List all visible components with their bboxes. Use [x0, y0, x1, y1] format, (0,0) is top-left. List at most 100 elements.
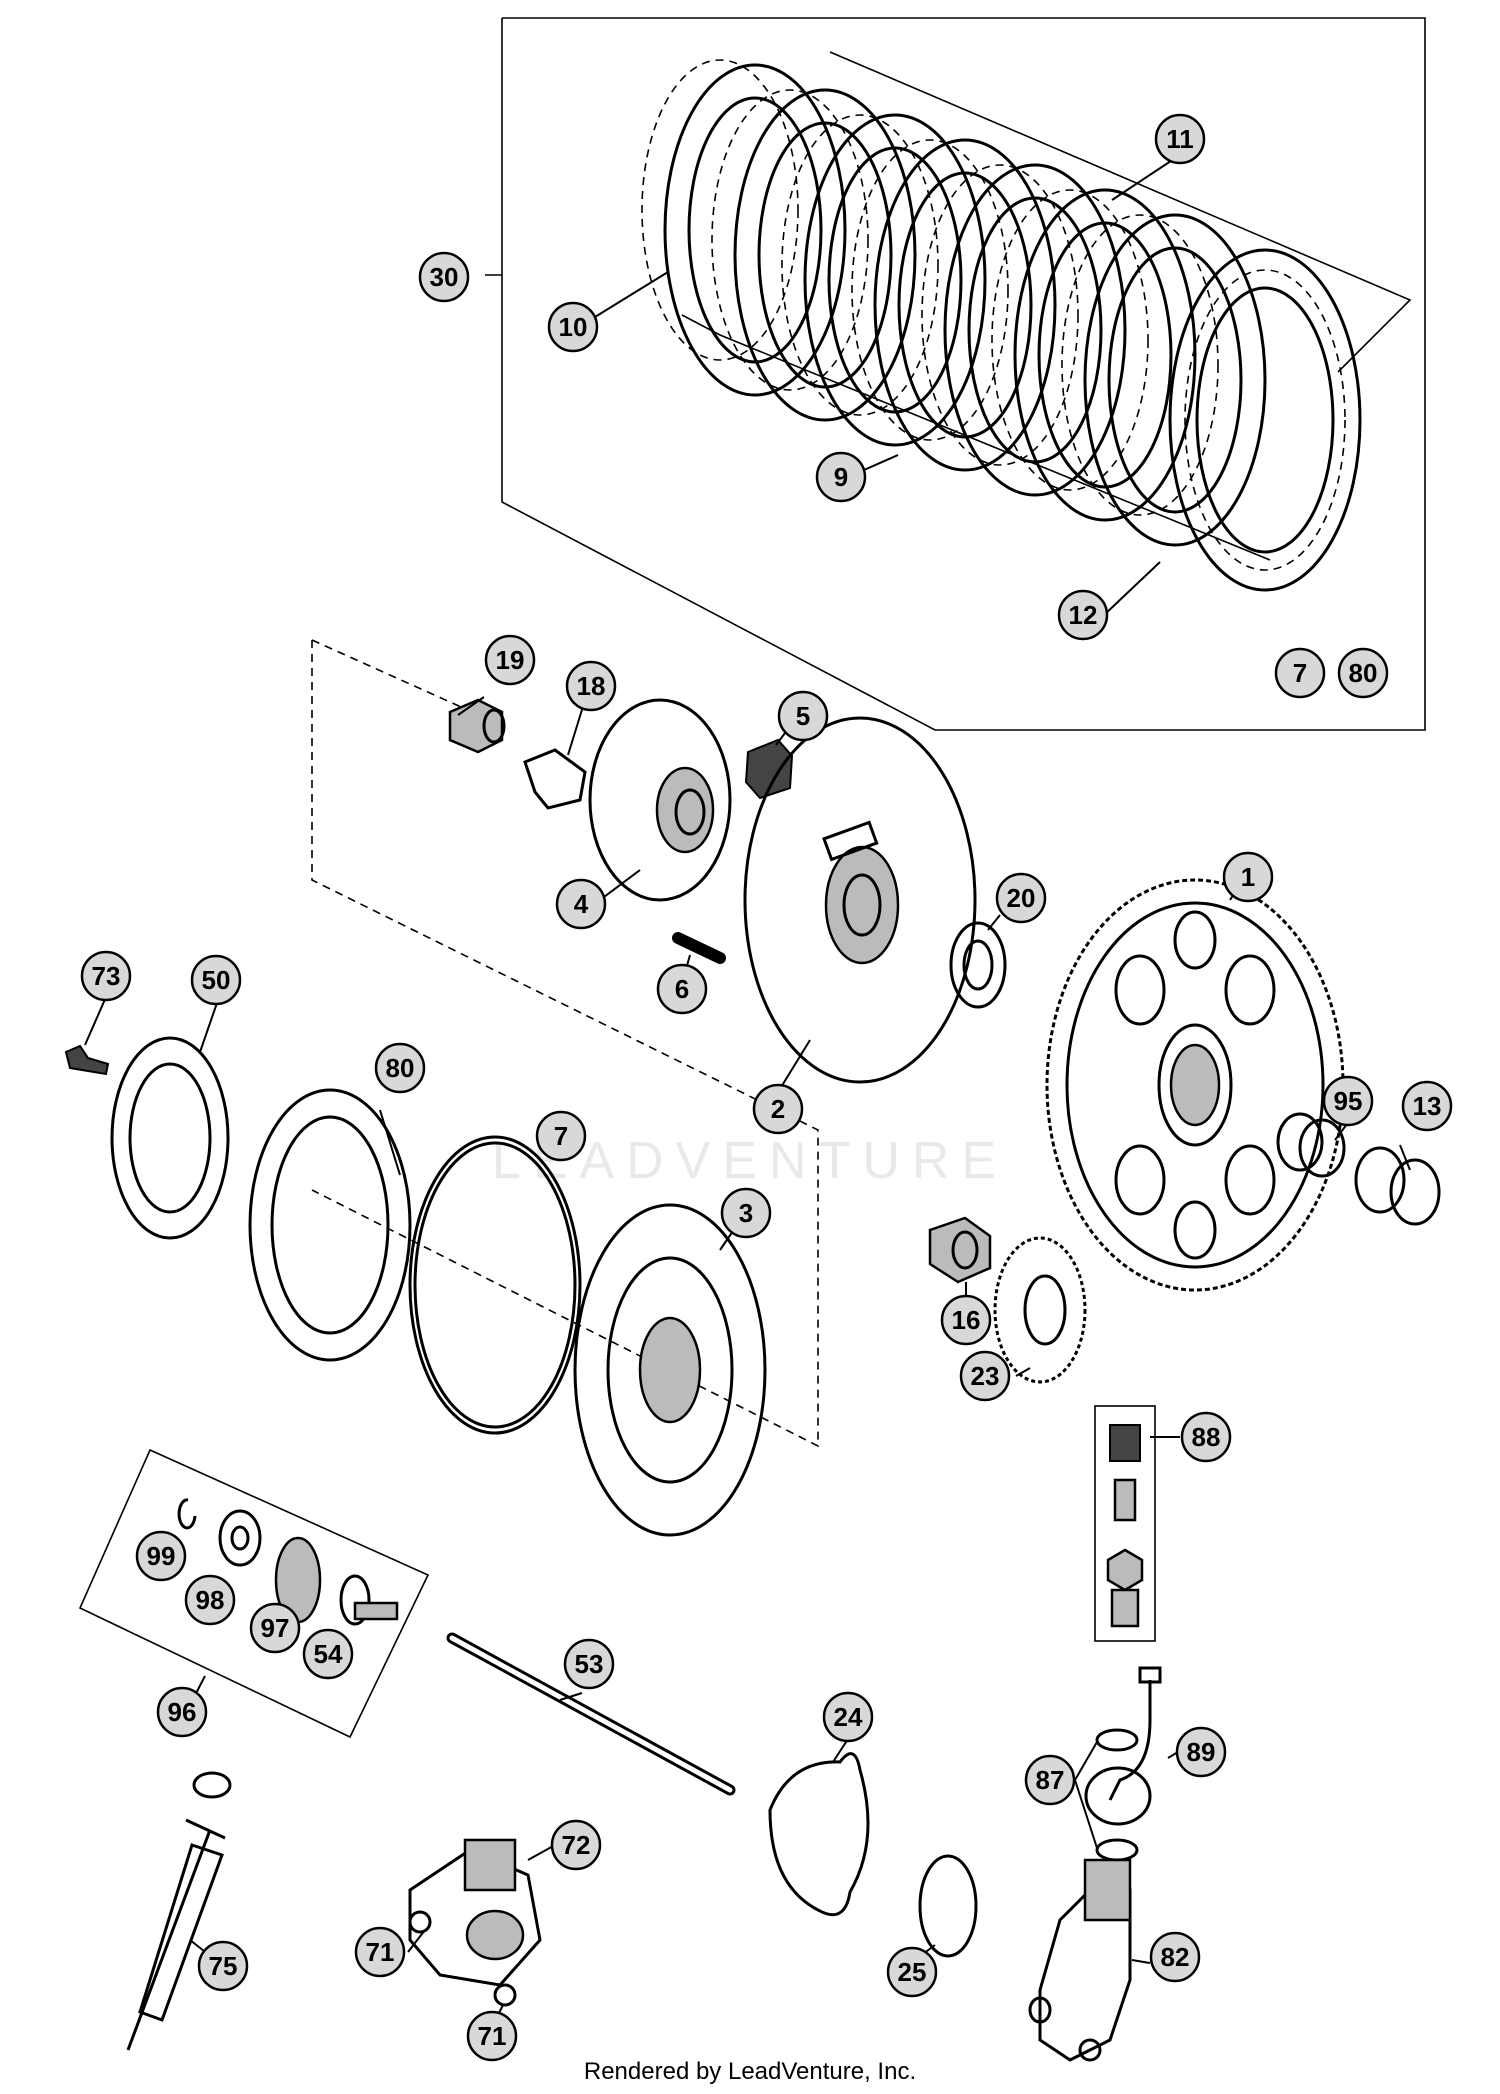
svg-text:88: 88 [1192, 1422, 1221, 1452]
svg-text:96: 96 [168, 1697, 197, 1727]
svg-text:1: 1 [1241, 862, 1255, 892]
callout-53: 53 [563, 1638, 615, 1690]
svg-text:4: 4 [574, 889, 589, 919]
callout-18: 18 [565, 660, 617, 712]
callout-80: 80 [1337, 647, 1389, 699]
callout-12: 12 [1057, 589, 1109, 641]
svg-text:19: 19 [496, 645, 525, 675]
callout-10: 10 [547, 301, 599, 353]
callout-71-bottom: 71 [466, 2010, 518, 2062]
release-bearing-part [110, 1036, 230, 1240]
callout-89: 89 [1175, 1726, 1227, 1778]
svg-text:71: 71 [366, 1937, 395, 1967]
clutch-disc-stack [641, 51, 1412, 592]
bushing-part [1354, 1146, 1441, 1226]
callout-95: 95 [1322, 1075, 1374, 1127]
screw-part [64, 1044, 110, 1076]
svg-text:7: 7 [554, 1121, 568, 1151]
washer-part [218, 1509, 262, 1567]
callout-16: 16 [940, 1294, 992, 1346]
svg-text:53: 53 [575, 1649, 604, 1679]
pressure-plate-part [573, 1203, 767, 1537]
callout-80-hub: 80 [374, 1042, 426, 1094]
gear-nut-part [928, 1216, 992, 1284]
callout-7-hub: 7 [535, 1110, 587, 1162]
svg-text:9: 9 [834, 462, 848, 492]
callout-98: 98 [184, 1574, 236, 1626]
svg-text:10: 10 [559, 312, 588, 342]
svg-text:6: 6 [675, 974, 689, 1004]
callout-25: 25 [886, 1946, 938, 1998]
callout-3: 3 [720, 1187, 772, 1239]
circlip-part [177, 1498, 197, 1530]
callout-2: 2 [752, 1083, 804, 1135]
footer-credit: Rendered by LeadVenture, Inc. [583, 2058, 917, 2085]
disc-kit-box [485, 17, 1426, 731]
callout-87: 87 [1024, 1754, 1076, 1806]
svg-text:13: 13 [1413, 1091, 1442, 1121]
gasket-part [768, 1752, 870, 1916]
svg-text:82: 82 [1161, 1942, 1190, 1972]
pressure-cap-part [588, 698, 732, 902]
svg-text:97: 97 [261, 1613, 290, 1643]
svg-text:7: 7 [1293, 658, 1307, 688]
svg-text:54: 54 [314, 1639, 343, 1669]
inner-hub-part [743, 716, 977, 1084]
svg-text:18: 18 [577, 671, 606, 701]
callout-30: 30 [418, 251, 470, 303]
svg-text:99: 99 [147, 1541, 176, 1571]
seal-rings-part [1095, 1728, 1139, 1862]
slave-cylinder-kit-frame [78, 1448, 430, 1739]
outer-clutch-basket-part [1045, 878, 1345, 1292]
svg-text:12: 12 [1069, 600, 1098, 630]
svg-text:72: 72 [562, 1830, 591, 1860]
svg-text:87: 87 [1036, 1765, 1065, 1795]
callout-71-left: 71 [354, 1926, 406, 1978]
callout-23: 23 [959, 1350, 1011, 1402]
svg-text:5: 5 [796, 701, 810, 731]
slave-o-ring-part [918, 1854, 978, 1958]
callout-73: 73 [80, 950, 132, 1002]
callout-1: 1 [1222, 851, 1274, 903]
svg-text:25: 25 [898, 1957, 927, 1987]
svg-text:3: 3 [739, 1198, 753, 1228]
callout-9: 9 [815, 451, 867, 503]
svg-text:16: 16 [952, 1305, 981, 1335]
svg-text:50: 50 [202, 965, 231, 995]
svg-text:24: 24 [834, 1702, 863, 1732]
svg-text:30: 30 [430, 262, 459, 292]
callout-75: 75 [197, 1940, 249, 1992]
callout-11: 11 [1154, 113, 1206, 165]
callout-88: 88 [1180, 1411, 1232, 1463]
svg-text:11: 11 [1166, 124, 1194, 154]
bleeder-set-part [1094, 1405, 1156, 1642]
callout-4: 4 [555, 878, 607, 930]
banjo-fitting-part [1084, 1666, 1162, 1826]
pressure-piece-part [339, 1574, 399, 1626]
bleeding-syringe-part [126, 1771, 232, 2051]
svg-text:80: 80 [386, 1053, 415, 1083]
thrust-washer-part [949, 921, 1007, 1009]
nut-part [448, 698, 506, 754]
disc-spring-part [248, 1088, 412, 1362]
callout-7: 7 [1274, 647, 1326, 699]
lock-washer-part [523, 748, 587, 810]
clutch-slave-cylinder-part [1028, 1858, 1132, 2062]
o-ring-part [408, 1135, 582, 1435]
svg-text:95: 95 [1334, 1086, 1363, 1116]
callout-19: 19 [484, 634, 536, 686]
callout-82: 82 [1149, 1931, 1201, 1983]
callout-50: 50 [190, 954, 242, 1006]
callout-20: 20 [995, 872, 1047, 924]
hub-assembly-frame [311, 640, 819, 1448]
slave-cylinder-part [408, 1838, 542, 2007]
callout-97: 97 [249, 1602, 301, 1654]
svg-text:98: 98 [196, 1585, 225, 1615]
callout-72: 72 [550, 1819, 602, 1871]
svg-text:73: 73 [92, 961, 121, 991]
callout-99: 99 [135, 1530, 187, 1582]
svg-text:2: 2 [771, 1094, 785, 1124]
svg-text:75: 75 [209, 1951, 238, 1981]
svg-text:20: 20 [1007, 883, 1036, 913]
